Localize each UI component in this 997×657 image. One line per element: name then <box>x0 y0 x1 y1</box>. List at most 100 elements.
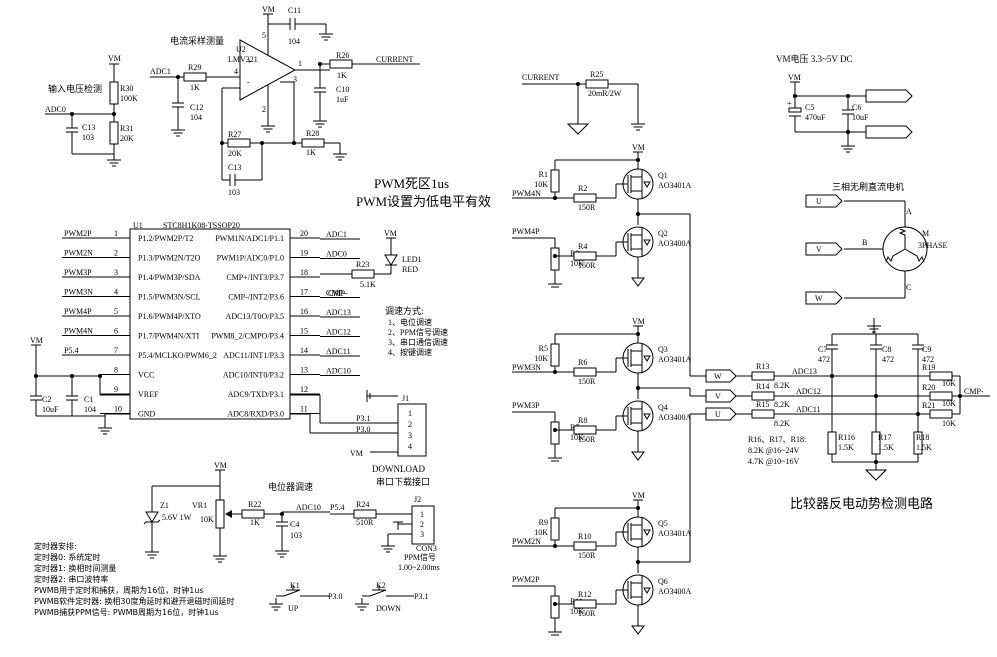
svg-text:-: - <box>247 78 250 87</box>
svg-text:6: 6 <box>114 327 118 336</box>
phase-port-u: U <box>705 407 737 421</box>
svg-text:ADC10/INT0/P3.2: ADC10/INT0/P3.2 <box>223 371 284 380</box>
svg-text:8.2K @16~24V: 8.2K @16~24V <box>748 446 799 455</box>
svg-text:10K: 10K <box>534 528 548 537</box>
svg-text:1: 1 <box>298 59 302 68</box>
svg-text:P5.4: P5.4 <box>330 503 344 512</box>
svg-text:103: 103 <box>228 188 240 197</box>
svg-text:R29: R29 <box>188 63 201 72</box>
svg-text:1: 1 <box>408 409 412 418</box>
svg-text:C1: C1 <box>84 395 93 404</box>
svg-text:470uF: 470uF <box>805 113 826 122</box>
svg-text:4: 4 <box>114 288 118 297</box>
svg-text:P5.4: P5.4 <box>64 346 78 355</box>
svg-text:1.00~2.00ms: 1.00~2.00ms <box>398 563 440 572</box>
svg-text:472: 472 <box>818 355 830 364</box>
svg-text:AO3400A: AO3400A <box>658 239 692 248</box>
svg-text:P1.4/PWM3P/SDA: P1.4/PWM3P/SDA <box>138 273 201 282</box>
svg-text:12: 12 <box>300 385 308 394</box>
timer-line: PWMB用于定时和捕获，周期为16位，时钟1us <box>34 585 204 595</box>
svg-text:150R: 150R <box>578 203 596 212</box>
svg-text:Q1: Q1 <box>658 171 668 180</box>
svg-text:5: 5 <box>262 31 266 40</box>
svg-text:11: 11 <box>300 405 308 414</box>
svg-text:C13: C13 <box>228 163 241 172</box>
svg-text:4: 4 <box>234 67 238 76</box>
speed-item: 3、串口通信调速 <box>388 337 448 347</box>
svg-text:ADC10: ADC10 <box>326 367 351 376</box>
input-voltage-section: 输入电压检测 VM R30 100K R31 20K ADC0 C13 103 <box>45 54 138 167</box>
svg-text:R23: R23 <box>356 260 369 269</box>
svg-text:103: 103 <box>290 531 302 540</box>
svg-text:CMP+/INT3/P3.7: CMP+/INT3/P3.7 <box>226 273 284 282</box>
svg-text:PWM8_2/CMPO/P3.4: PWM8_2/CMPO/P3.4 <box>211 332 284 341</box>
svg-text:DOWN: DOWN <box>376 604 401 613</box>
svg-text:10: 10 <box>114 405 122 414</box>
svg-text:V: V <box>816 245 822 254</box>
pwm-level-note: PWM设置为低电平有效 <box>356 194 491 209</box>
svg-text:+: + <box>247 57 252 66</box>
svg-text:10K: 10K <box>570 607 584 616</box>
svg-text:K2: K2 <box>376 581 386 590</box>
svg-text:AO3401A: AO3401A <box>658 181 692 190</box>
svg-text:ADC9/TXD/P3.1: ADC9/TXD/P3.1 <box>228 390 284 399</box>
svg-text:U1: U1 <box>133 221 143 230</box>
svg-text:AO3400A: AO3400A <box>658 587 692 596</box>
svg-text:P1.7/PWM4N/XTI: P1.7/PWM4N/XTI <box>138 332 199 341</box>
phase-port-w: W <box>705 369 737 383</box>
svg-text:R5: R5 <box>539 344 548 353</box>
svg-text:C9: C9 <box>922 345 931 354</box>
svg-text:1K: 1K <box>250 518 260 527</box>
svg-text:电位器调速: 电位器调速 <box>268 481 313 492</box>
svg-text:C4: C4 <box>290 520 299 529</box>
svg-text:ADC12: ADC12 <box>326 328 351 337</box>
svg-text:R25: R25 <box>590 70 603 79</box>
vm-supply-section: VM电压 3.3~5V DC VM + C5 470uF C6 10uF <box>776 53 913 153</box>
svg-text:2: 2 <box>262 105 266 114</box>
svg-text:P3.1: P3.1 <box>356 414 370 423</box>
svg-text:W: W <box>815 294 823 303</box>
svg-text:C7: C7 <box>818 345 827 354</box>
svg-text:472: 472 <box>882 355 894 364</box>
svg-text:VREF: VREF <box>138 390 159 399</box>
speed-item: 4、按键调速 <box>388 347 432 357</box>
svg-text:9: 9 <box>114 385 118 394</box>
svg-text:P3.0: P3.0 <box>328 592 342 601</box>
svg-text:PWM3N: PWM3N <box>512 363 541 372</box>
timer-line: PWMB软件定时器: 换相30度角延时和避开退磁时间延时 <box>34 596 235 606</box>
svg-text:PWM4N: PWM4N <box>64 327 93 336</box>
svg-text:PWM2P: PWM2P <box>512 575 540 584</box>
svg-text:ADC10: ADC10 <box>296 503 321 512</box>
svg-text:VM: VM <box>108 54 121 63</box>
svg-text:2: 2 <box>408 420 412 429</box>
svg-text:J2: J2 <box>414 495 421 504</box>
svg-text:R30: R30 <box>120 84 133 93</box>
svg-text:1K: 1K <box>306 148 316 157</box>
svg-text:150R: 150R <box>578 377 596 386</box>
svg-text:103: 103 <box>82 133 94 142</box>
svg-text:VM: VM <box>788 73 801 82</box>
svg-text:PWM4P: PWM4P <box>64 307 92 316</box>
svg-text:R19: R19 <box>922 363 935 372</box>
svg-text:5.1K: 5.1K <box>360 280 376 289</box>
deadtime-note: PWM死区1us <box>374 176 449 191</box>
motor-section: 三相无刷直流电机 M 3PHASE A B C U V W <box>805 181 947 305</box>
svg-text:10K: 10K <box>534 354 548 363</box>
svg-text:ADC8/RXD/P3.0: ADC8/RXD/P3.0 <box>227 410 284 419</box>
svg-text:PWM3P: PWM3P <box>512 401 540 410</box>
svg-text:3: 3 <box>114 268 118 277</box>
svg-text:20mR/2W: 20mR/2W <box>588 89 622 98</box>
svg-text:10K: 10K <box>942 419 956 428</box>
svg-text:ADC11: ADC11 <box>796 405 821 414</box>
svg-text:P1.6/PWM4P/XTO: P1.6/PWM4P/XTO <box>138 312 201 321</box>
svg-text:C13: C13 <box>82 123 95 132</box>
svg-text:P1.3/PWM2N/T2O: P1.3/PWM2N/T2O <box>138 254 201 263</box>
